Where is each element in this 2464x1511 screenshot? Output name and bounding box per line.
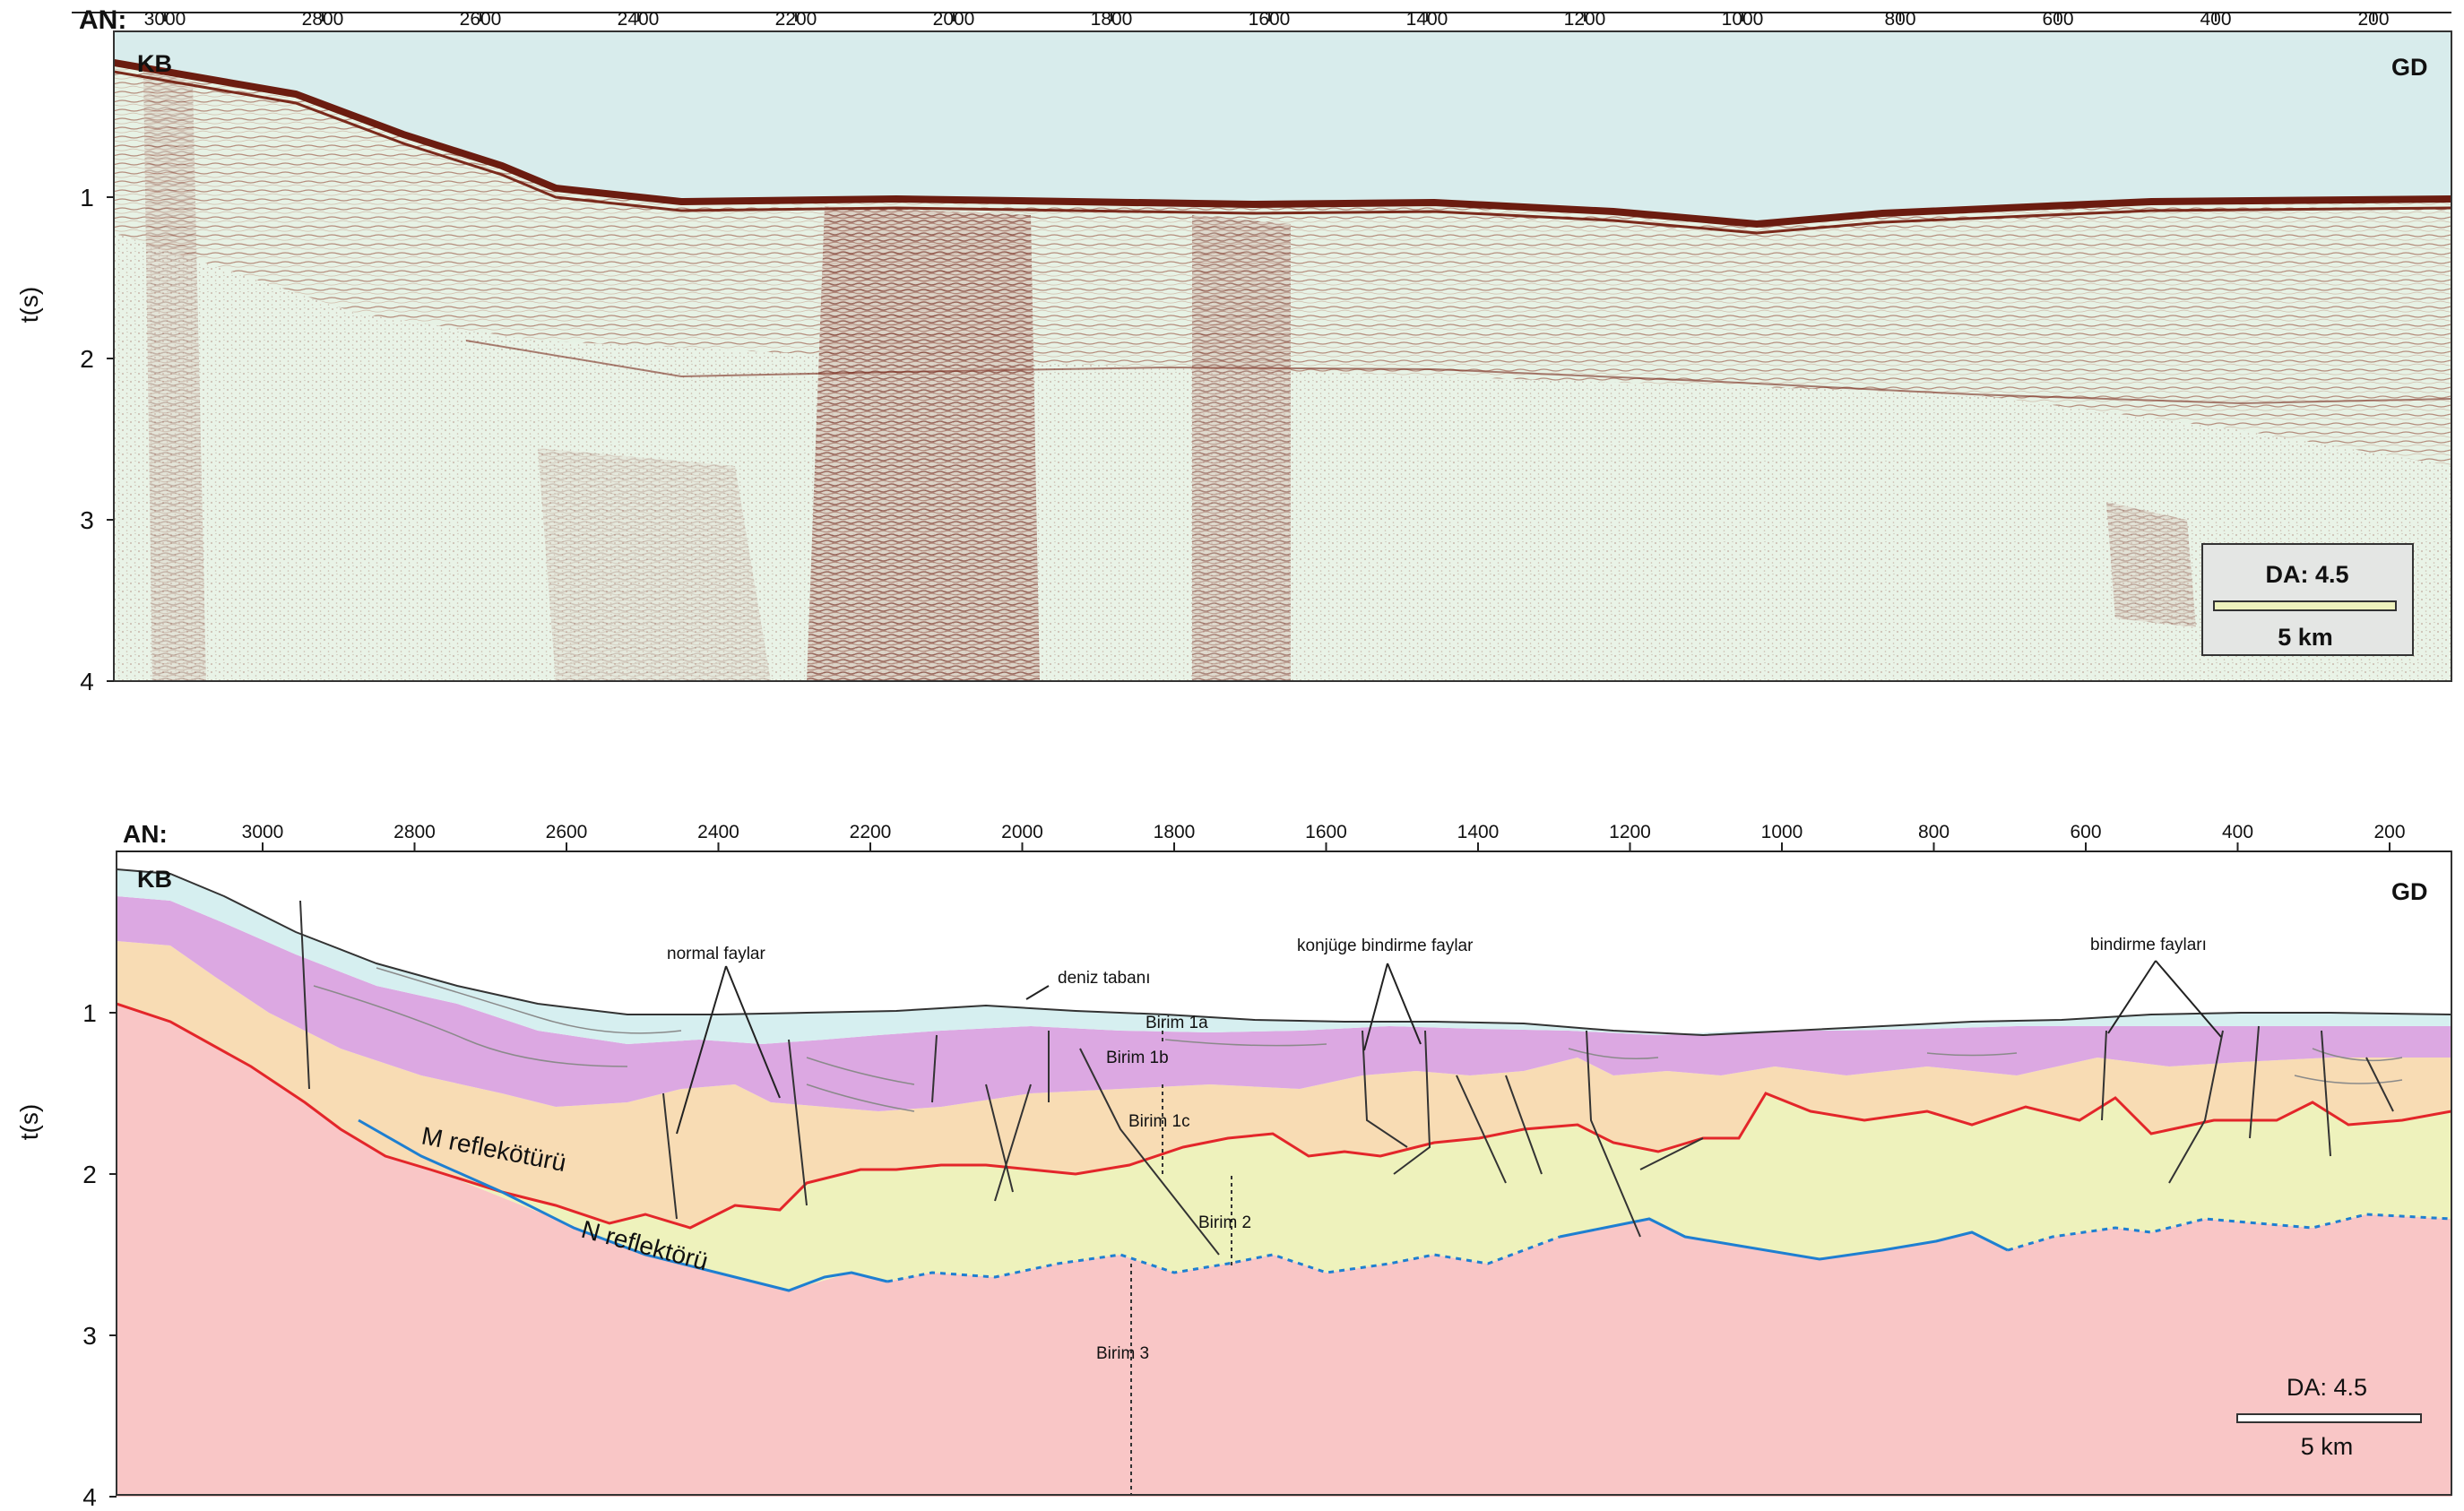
top-da-label: DA: 4.5 [2265, 561, 2348, 588]
top-x-tick-label: 2600 [460, 9, 502, 30]
birim-dotted-arrows [1130, 1023, 1232, 1495]
top-x-ticks: 3000 2800 2600 2400 2200 2000 1800 1600 1400 1200… [144, 9, 2390, 30]
bottom-y-axis-label: t(s) [15, 1104, 43, 1140]
bottom-scale-bar [2236, 1413, 2422, 1423]
bottom-scale: DA: 4.5 5 km [2236, 1374, 2422, 1460]
bottom-x-tick-label: 3000 [242, 822, 284, 842]
bottom-y-tick-label: 3 [82, 1322, 97, 1350]
bottom-y-tick-label: 4 [82, 1483, 97, 1511]
bottom-kb-label: KB [137, 866, 172, 893]
bottom-x-tick-label: 800 [1918, 822, 1950, 842]
label-normal-faylar: normal faylar [667, 945, 765, 963]
top-x-tick-label: 1200 [1564, 9, 1606, 30]
seafloor-line [117, 868, 2451, 1037]
bottom-x-tick-label: 2200 [850, 822, 892, 842]
top-x-tick-label: 400 [2200, 9, 2231, 30]
bottom-y-tick-label: 1 [82, 999, 97, 1027]
top-y-tick-label: 4 [80, 668, 94, 695]
bottom-x-tick-label: 2400 [697, 822, 739, 842]
top-x-tick-label: 200 [2357, 9, 2389, 30]
label-birim-1b: Birim 1b [1106, 1049, 1169, 1067]
bottom-x-tick-label: 1600 [1305, 822, 1347, 842]
top-y-tick-label: 3 [80, 506, 94, 534]
m-reflector-line [117, 1002, 2451, 1230]
top-x-tick-label: 800 [1884, 9, 1915, 30]
bottom-x-tick-label: 1400 [1457, 822, 1500, 842]
label-birim-3: Birim 3 [1096, 1344, 1149, 1363]
bottom-y-tick-label: 2 [82, 1161, 97, 1188]
seismic-dark-column-3 [143, 72, 206, 681]
birim-2-layer [305, 1093, 2451, 1291]
top-scale-bar [2213, 600, 2397, 611]
n-reflector-line [358, 1118, 888, 1292]
top-x-tick-label: 3000 [144, 9, 186, 30]
top-x-tick-label: 2000 [933, 9, 975, 30]
bottom-x-tick-label: 2800 [393, 822, 436, 842]
n-reflector-trace [465, 340, 2451, 405]
bottom-y-ticks: 1 2 3 4 [82, 999, 117, 1511]
top-y-tick-label: 1 [80, 184, 94, 212]
seismic-dark-column-1 [807, 206, 1040, 681]
bottom-an-label: AN: [123, 820, 168, 848]
bottom-x-tick-label: 1200 [1609, 822, 1651, 842]
label-konjuge-bindirme: konjüge bindirme faylar [1297, 937, 1474, 955]
bottom-x-tick-label: 1000 [1761, 822, 1803, 842]
bottom-x-tick-label: 600 [2070, 822, 2101, 842]
birim-3-layer [117, 1004, 2451, 1497]
seismic-dark-patch-5 [2106, 502, 2196, 627]
bottom-gd-label: GD [2391, 878, 2428, 905]
bottom-x-tick-label: 400 [2222, 822, 2253, 842]
label-deniz-tabani: deniz tabanı [1058, 969, 1151, 988]
top-x-tick-label: 2400 [618, 9, 660, 30]
bottom-scale-label: 5 km [2301, 1433, 2354, 1460]
n-reflector-dotted [886, 1235, 1561, 1283]
seafloor-reflector-2 [114, 70, 2451, 235]
top-an-label: AN: [79, 5, 126, 35]
bottom-x-tick-label: 1800 [1154, 822, 1196, 842]
seafloor-pointer [1025, 985, 1050, 1000]
top-x-tick-label: 1000 [1722, 9, 1764, 30]
n-reflector-line-2 [1559, 1217, 2009, 1261]
fault-lines [299, 900, 2394, 1256]
n-reflector-dotted-2 [2007, 1213, 2451, 1252]
birim-1b-layer [117, 896, 2451, 1111]
top-x-tick-label: 2200 [775, 9, 817, 30]
top-kb-label: KB [137, 50, 172, 77]
top-x-tick-label: 1800 [1091, 9, 1133, 30]
label-birim-1c: Birim 1c [1128, 1112, 1190, 1131]
bottom-x-tick-label: 2000 [1001, 822, 1043, 842]
label-bindirme-faylari: bindirme fayları [2090, 936, 2207, 954]
top-y-tick-label: 2 [80, 345, 94, 373]
top-scale-label: 5 km [2278, 624, 2333, 651]
top-scale-box: DA: 4.5 5 km [2201, 543, 2414, 656]
seafloor-reflector [114, 59, 2451, 229]
top-x-tick-label: 1600 [1249, 9, 1291, 30]
sea-water [114, 31, 2451, 224]
bottom-x-tick-label: 2600 [546, 822, 588, 842]
bottom-da-label: DA: 4.5 [2287, 1374, 2367, 1401]
top-x-tick-label: 2800 [302, 9, 344, 30]
top-y-ticks: 1 2 3 4 [80, 184, 114, 695]
label-birim-1a: Birim 1a [1146, 1014, 1208, 1032]
label-birim-2: Birim 2 [1198, 1213, 1251, 1232]
internal-reflectors [313, 967, 2403, 1112]
bottom-x-ticks: 3000 2800 2600 2400 2200 2000 1800 1600 1400 1200… [242, 822, 2406, 851]
seismic-dark-column-2 [1192, 215, 1291, 681]
conjugate-pointers [1363, 963, 1422, 1051]
bottom-x-tick-label: 200 [2373, 822, 2405, 842]
top-x-tick-label: 600 [2042, 9, 2073, 30]
top-panel-frame [113, 30, 2452, 682]
normal-fault-pointers [676, 965, 781, 1135]
seismic-dark-patch-4 [538, 448, 771, 681]
top-gd-label: GD [2391, 54, 2428, 81]
thrust-pointers [2107, 960, 2222, 1038]
top-x-tick-label: 1400 [1406, 9, 1448, 30]
top-y-axis-label: t(s) [15, 287, 43, 323]
birim-1c-layer [117, 941, 2451, 1228]
